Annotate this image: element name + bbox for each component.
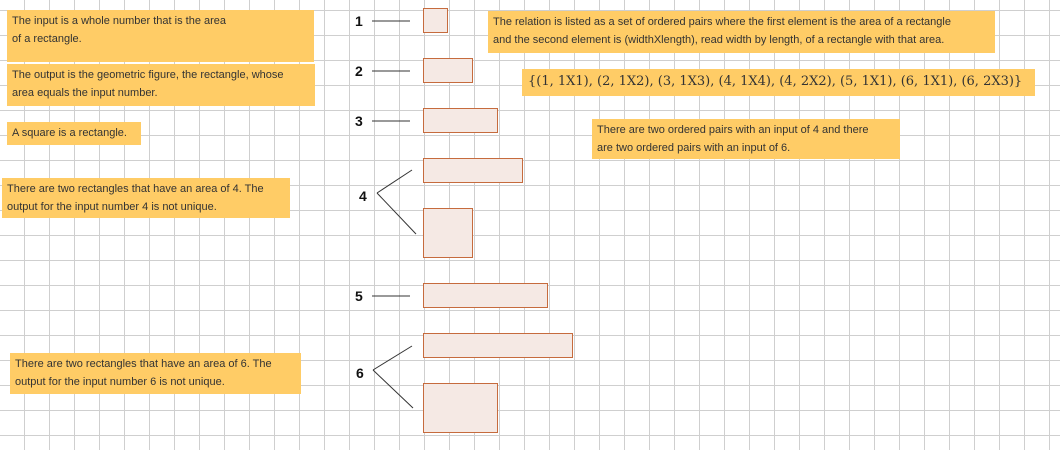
output-note: The output is the geometric figure, the … xyxy=(7,64,315,106)
input-note: The input is a whole number that is the … xyxy=(7,10,314,62)
input-note-line1: The input is a whole number that is the … xyxy=(12,15,227,27)
ordered-pairs-set: {(1, 1X1), (2, 1X2), (3, 1X3), (4, 1X4),… xyxy=(522,69,1035,96)
output-note-line1: The output is the geometric figure, the … xyxy=(12,69,284,81)
input-note-line2: of a rectangle. xyxy=(12,33,82,45)
two-pairs-note: There are two ordered pairs with an inpu… xyxy=(592,119,900,159)
input-number-2: 2 xyxy=(354,63,364,79)
connector-4-upper xyxy=(376,169,413,194)
rectangle-1x4 xyxy=(423,158,523,183)
area4-note-line1: There are two rectangles that have an ar… xyxy=(7,183,264,195)
input-number-4: 4 xyxy=(358,188,368,204)
connector-6-upper xyxy=(372,345,413,371)
output-note-line2: area equals the input number. xyxy=(12,87,158,99)
input-number-6: 6 xyxy=(355,365,365,381)
connector-4-lower xyxy=(376,192,417,235)
rectangle-2x3 xyxy=(423,383,498,433)
input-number-5: 5 xyxy=(354,288,364,304)
area6-note-line1: There are two rectangles that have an ar… xyxy=(15,358,272,370)
square-note: A square is a rectangle. xyxy=(7,122,141,145)
two-pairs-note-line1: There are two ordered pairs with an inpu… xyxy=(597,124,869,136)
area6-note-line2: output for the input number 6 is not uni… xyxy=(15,376,225,388)
input-number-3: 3 xyxy=(354,113,364,129)
relation-note: The relation is listed as a set of order… xyxy=(488,11,995,53)
relation-note-line1: The relation is listed as a set of order… xyxy=(493,16,951,28)
rectangle-2x2 xyxy=(423,208,473,258)
rectangle-1x2 xyxy=(423,58,473,83)
area6-note: There are two rectangles that have an ar… xyxy=(10,353,301,394)
rectangle-1x1 xyxy=(423,8,448,33)
connector-6-lower xyxy=(372,369,414,409)
two-pairs-note-line2: are two ordered pairs with an input of 6… xyxy=(597,142,791,154)
input-number-1: 1 xyxy=(354,13,364,29)
rectangle-1x3 xyxy=(423,108,498,133)
rectangle-1x6 xyxy=(423,333,573,358)
area4-note: There are two rectangles that have an ar… xyxy=(2,178,290,218)
relation-note-line2: and the second element is (widthXlength)… xyxy=(493,34,945,46)
area4-note-line2: output for the input number 4 is not uni… xyxy=(7,201,217,213)
rectangle-1x5 xyxy=(423,283,548,308)
square-note-text: A square is a rectangle. xyxy=(12,127,127,139)
